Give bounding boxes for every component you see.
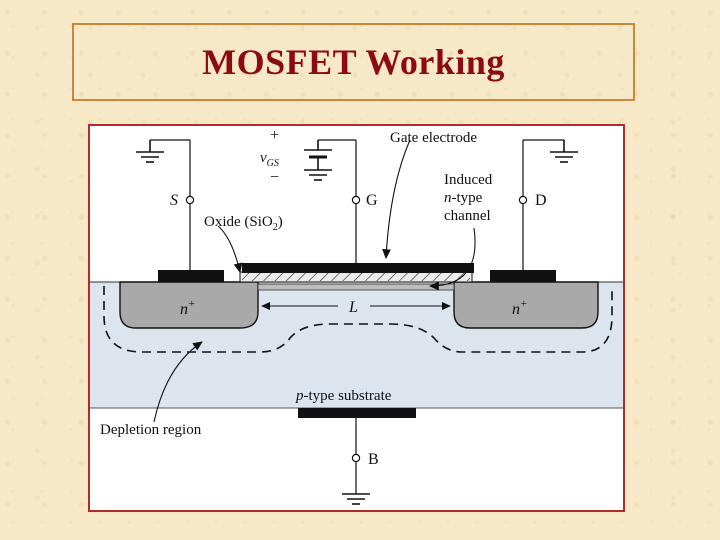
induced-channel	[257, 283, 455, 291]
length-label: L	[348, 299, 358, 316]
substrate-label: p-type substrate	[295, 388, 392, 404]
gate-terminal	[351, 195, 361, 205]
gate-electrode-arrow	[382, 139, 411, 260]
mosfet-cross-section: + vGS − Gate electrode Induced n-type ch…	[90, 127, 623, 505]
drain-ground-icon	[550, 140, 578, 163]
source-label: S	[170, 192, 178, 209]
gate-label: G	[366, 192, 378, 209]
gate-electrode-label: Gate electrode	[390, 130, 477, 146]
induced-label: Induced	[444, 172, 493, 188]
mosfet-diagram: + vGS − Gate electrode Induced n-type ch…	[88, 124, 625, 512]
gate-ground-icon	[304, 140, 332, 181]
n-type-label: n-type	[444, 190, 483, 206]
vgs-label: vGS	[260, 150, 279, 169]
drain-contact	[490, 270, 556, 282]
title-box: MOSFET Working	[72, 23, 635, 101]
slide-title: MOSFET Working	[202, 42, 505, 82]
channel-arrow	[428, 227, 476, 291]
vgs-plus-label: +	[270, 127, 279, 144]
n-plus-source-label: n+	[180, 298, 195, 318]
n-plus-source-region	[119, 281, 259, 329]
body-ground-icon	[342, 493, 370, 505]
oxide-hatch	[242, 273, 470, 281]
depletion-region-label: Depletion region	[100, 422, 202, 438]
source-ground-icon	[136, 140, 164, 163]
oxide-arrow	[217, 225, 243, 274]
gate-electrode	[242, 263, 474, 273]
body-label: B	[368, 451, 379, 468]
drain-label: D	[535, 192, 547, 209]
vgs-minus-label: −	[270, 169, 279, 186]
oxide-label: Oxide (SiO2)	[204, 214, 283, 233]
channel-label: channel	[444, 208, 491, 224]
depletion-arrow	[153, 341, 203, 423]
n-plus-drain-label: n+	[512, 298, 527, 318]
drain-terminal	[518, 195, 528, 205]
body-terminal	[351, 453, 361, 463]
source-contact	[158, 270, 224, 282]
n-plus-drain-region	[453, 281, 599, 329]
body-contact	[298, 408, 416, 418]
depletion-boundary	[103, 286, 613, 353]
source-terminal	[185, 195, 195, 205]
